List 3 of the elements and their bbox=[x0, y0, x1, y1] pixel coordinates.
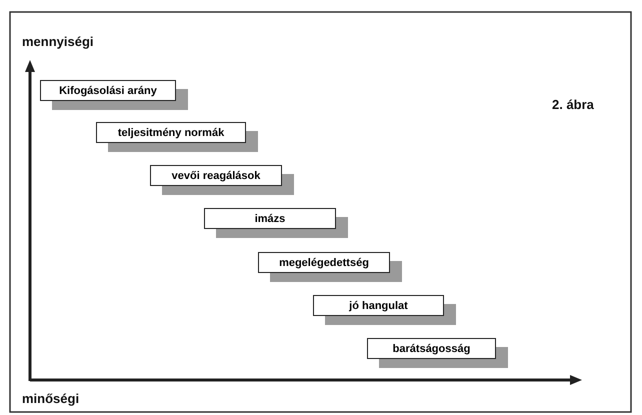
figure-label: 2. ábra bbox=[552, 97, 594, 112]
axis-label: minőségi bbox=[22, 391, 80, 406]
axis-label: mennyiségi bbox=[22, 34, 94, 49]
